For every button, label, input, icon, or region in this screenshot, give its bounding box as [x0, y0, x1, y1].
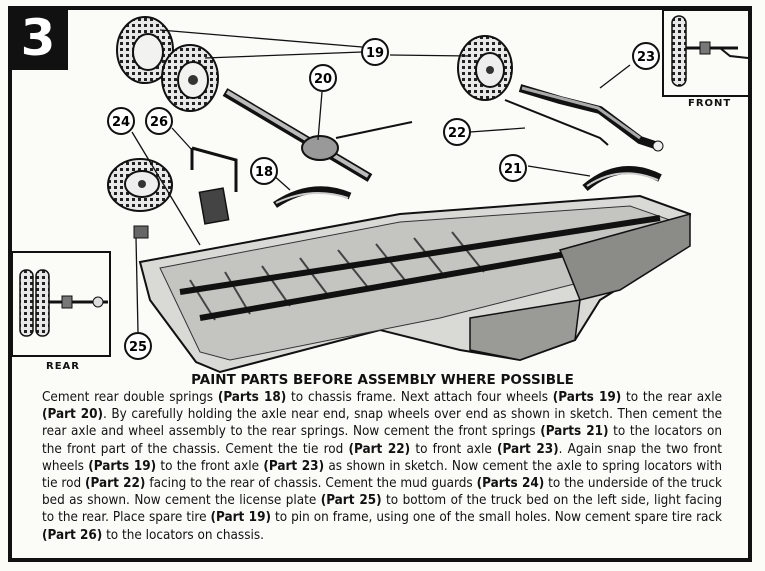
rear-axle-inset [11, 251, 111, 357]
callout-20: 20 [309, 64, 337, 92]
callout-25: 25 [124, 332, 152, 360]
instruction-text: to the front axle [156, 458, 264, 474]
rear-springs-part-18 [273, 186, 352, 208]
front-axle-inset [662, 9, 750, 97]
front-inset-label: FRONT [688, 98, 732, 109]
front-axle-part-23 [518, 84, 664, 152]
part-reference: (Part 25) [320, 493, 382, 509]
instruction-text: . By carefully holding the axle near end… [42, 407, 723, 440]
callout-19: 19 [361, 38, 389, 66]
rear-axle-part-20 [222, 88, 413, 182]
part-reference: (Parts 21) [540, 424, 609, 440]
svg-text:20: 20 [314, 72, 332, 87]
leader-lines [131, 29, 631, 333]
callout-21: 21 [499, 154, 527, 182]
spare-tire-part-19 [107, 158, 173, 212]
part-reference: (Parts 24) [476, 476, 545, 492]
instruction-text: as shown in sketch. Now cement the axle … [42, 458, 722, 492]
part-reference: (Part 26) [42, 527, 103, 543]
part-reference: (Part 23) [263, 458, 325, 474]
instruction-text: Cement rear double springs [42, 390, 218, 405]
truck-bed-chassis [138, 194, 692, 374]
svg-text:23: 23 [637, 50, 655, 65]
instruction-text: to bottom of the truck bed on the left s… [42, 493, 722, 526]
instruction-text: to the rear axle [621, 390, 722, 405]
rear-inset-label: REAR [46, 361, 80, 372]
mud-guard-part-24 [198, 187, 230, 225]
part-reference: (Part 20) [42, 407, 104, 423]
svg-text:18: 18 [255, 165, 273, 180]
svg-text:25: 25 [129, 340, 147, 355]
tie-rod-part-22 [504, 99, 609, 146]
front-wheels-part-19 [457, 35, 513, 101]
instruction-text: to the locators on the front part of the… [42, 424, 722, 457]
callout-18: 18 [250, 157, 278, 185]
instruction-text: to the locators on chassis. [102, 527, 264, 543]
part-reference: (Part 23) [496, 441, 559, 457]
callout-23: 23 [632, 42, 660, 70]
instruction-text: to chassis frame. Next attach four wheel… [286, 390, 553, 405]
svg-text:22: 22 [448, 126, 466, 141]
part-reference: (Parts 19) [88, 458, 157, 474]
spare-tire-rack-part-26 [190, 146, 238, 192]
part-reference: (Part 22) [348, 441, 411, 457]
callout-22: 22 [443, 118, 471, 146]
callout-24: 24 [107, 107, 135, 135]
paint-heading: PAINT PARTS BEFORE ASSEMBLY WHERE POSSIB… [191, 372, 574, 388]
assembly-instructions: Cement rear double springs (Parts 18) to… [42, 389, 722, 544]
step-number-badge: 3 [8, 6, 68, 70]
svg-text:19: 19 [366, 46, 384, 61]
part-reference: (Part 19) [210, 510, 271, 526]
instruction-text: to the underside of the truck bed as sho… [42, 476, 723, 509]
callout-26: 26 [145, 107, 173, 135]
svg-text:21: 21 [504, 162, 522, 177]
part-reference: (Parts 18) [217, 390, 287, 405]
license-plate-part-25 [133, 225, 149, 239]
svg-text:24: 24 [112, 115, 130, 130]
svg-text:26: 26 [150, 115, 168, 130]
part-reference: (Parts 19) [552, 390, 622, 405]
instruction-text: facing to the rear of chassis. Cement th… [145, 476, 477, 492]
instruction-text: to pin on frame, using one of the small … [270, 510, 723, 526]
part-reference: (Part 22) [85, 476, 146, 492]
instruction-text: to front axle [410, 441, 497, 457]
rear-wheels-part-19 [116, 16, 219, 112]
instruction-text: . Again snap the two front wheels [42, 441, 723, 474]
front-springs-part-21 [582, 166, 662, 192]
